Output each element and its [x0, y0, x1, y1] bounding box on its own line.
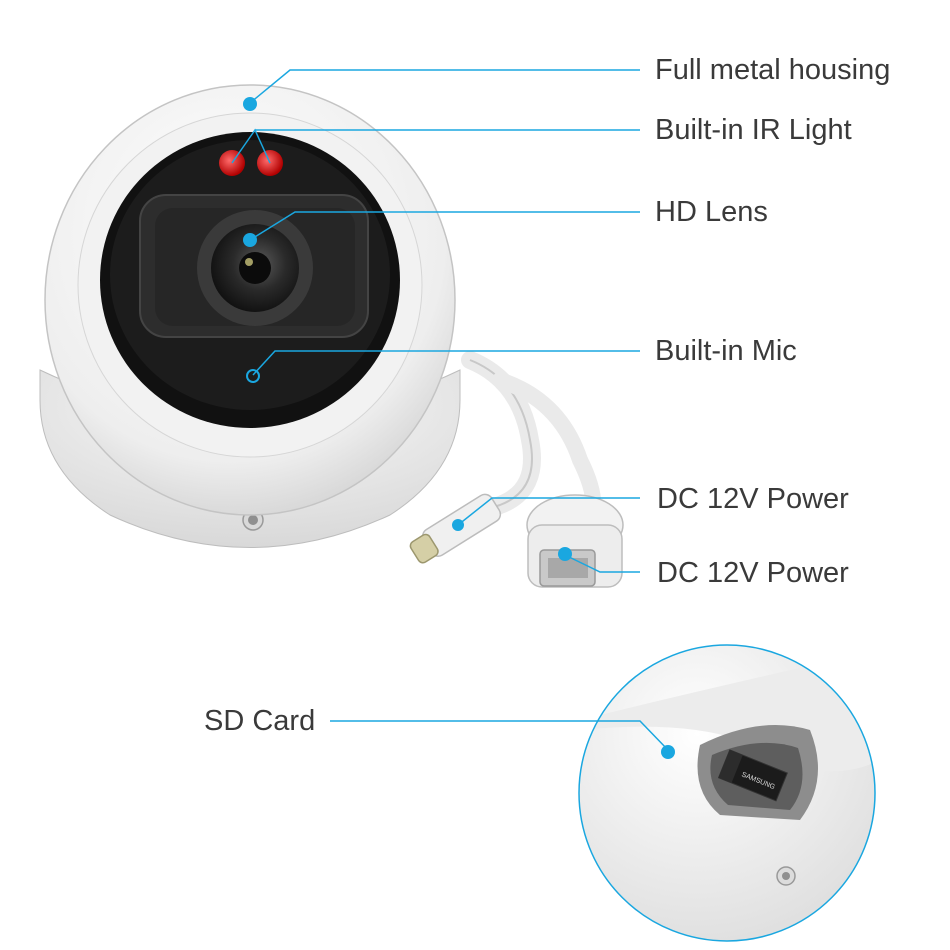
label-sd-card: SD Card	[204, 705, 316, 737]
callout-line-housing	[249, 69, 640, 104]
label-dc-power: DC 12V Power	[657, 483, 849, 515]
callout-dot-sd	[661, 745, 675, 759]
callout-lines	[231, 69, 669, 751]
sd-card	[717, 749, 788, 802]
label-built-in-mic: Built-in Mic	[655, 335, 797, 367]
callout-line-sd	[330, 720, 669, 751]
callout-dot-mic	[246, 369, 260, 383]
callout-dots	[243, 97, 675, 759]
callout-dot-dc	[452, 519, 464, 531]
callout-line-lens	[249, 211, 640, 241]
callout-line-mic	[252, 350, 640, 376]
label-dc-power-2: DC 12V Power	[657, 557, 849, 589]
label-hd-lens: HD Lens	[655, 196, 768, 228]
callout-dot-rj45	[558, 547, 572, 561]
sd-card-zoom: SAMSUNG	[578, 644, 876, 942]
label-built-in-ir-light: Built-in IR Light	[655, 114, 852, 146]
callout-dot-lens	[243, 233, 257, 247]
rj45-connector	[526, 494, 624, 588]
callout-line-dc	[457, 497, 640, 526]
label-full-metal-housing: Full metal housing	[655, 54, 891, 86]
callout-line-rj45	[564, 554, 640, 573]
callout-dot-housing	[243, 97, 257, 111]
